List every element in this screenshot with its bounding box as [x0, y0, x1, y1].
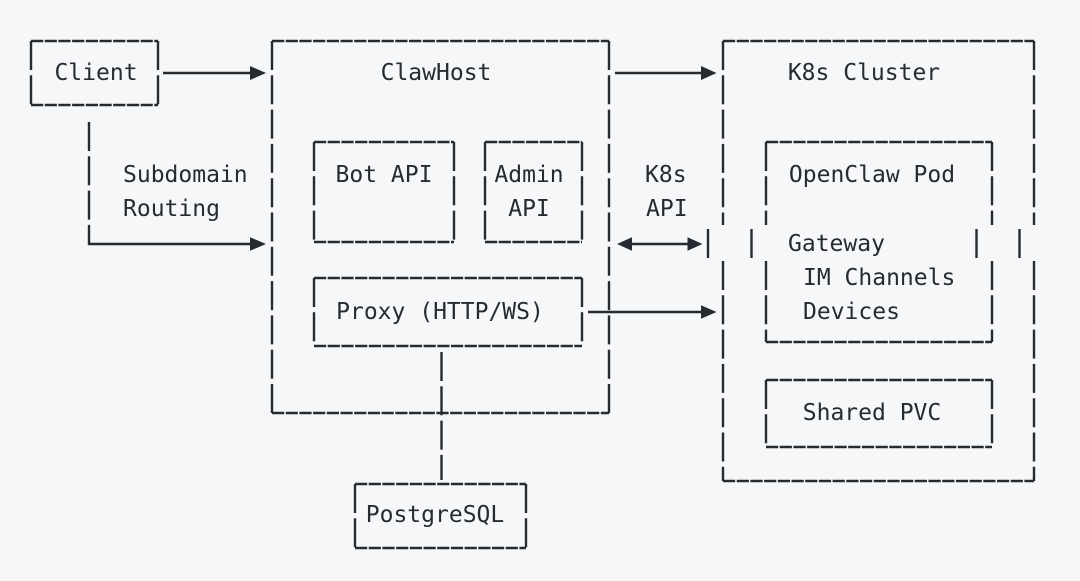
postgresql-box-outline [353, 482, 528, 550]
bot-api-node-label: Bot API [335, 162, 433, 188]
postgresql-node-label: PostgreSQL [365, 502, 505, 528]
k8s-api-double-arrow [617, 237, 703, 251]
subdomain-routing-edge-label-line2: Routing [123, 196, 220, 222]
clawhost-box-outline [270, 39, 611, 415]
bot-api-box-outline [312, 140, 456, 244]
pod-item-gateway: Gateway [788, 231, 885, 257]
client-to-clawhost-arrow [163, 66, 266, 80]
pod-item-devices: Devices [803, 299, 900, 325]
pod-item-im-channels: IM Channels [803, 265, 956, 291]
subdomain-routing-arrow [87, 122, 266, 251]
k8s-cluster-box-outline [721, 39, 1036, 483]
gateway-row-pipe-glyphs [706, 229, 1021, 258]
openclaw-pod-box-outline [764, 140, 994, 344]
proxy-node-label: Proxy (HTTP/WS) [336, 299, 544, 325]
openclaw-pod-node-label: OpenClaw Pod [788, 162, 956, 188]
subdomain-routing-edge-label-line1: Subdomain [123, 162, 248, 188]
admin-api-node-label-line2: API [508, 196, 550, 222]
k8s-api-edge-label-line2: API [646, 196, 688, 222]
k8s-api-edge-label-line1: K8s [645, 162, 687, 188]
k8s-cluster-node-label: K8s Cluster [787, 60, 941, 86]
proxy-box-outline [312, 276, 584, 348]
shared-pvc-box-outline [764, 378, 994, 449]
clawhost-to-k8s-arrow [615, 66, 717, 80]
admin-api-box-outline [483, 140, 584, 244]
clawhost-node-label: ClawHost [380, 60, 492, 86]
shared-pvc-node-label: Shared PVC [802, 400, 942, 426]
proxy-to-k8s-arrow [588, 305, 717, 319]
client-node-label: Client [54, 60, 138, 86]
admin-api-node-label-line1: Admin [494, 162, 564, 188]
client-box-outline [29, 39, 160, 107]
